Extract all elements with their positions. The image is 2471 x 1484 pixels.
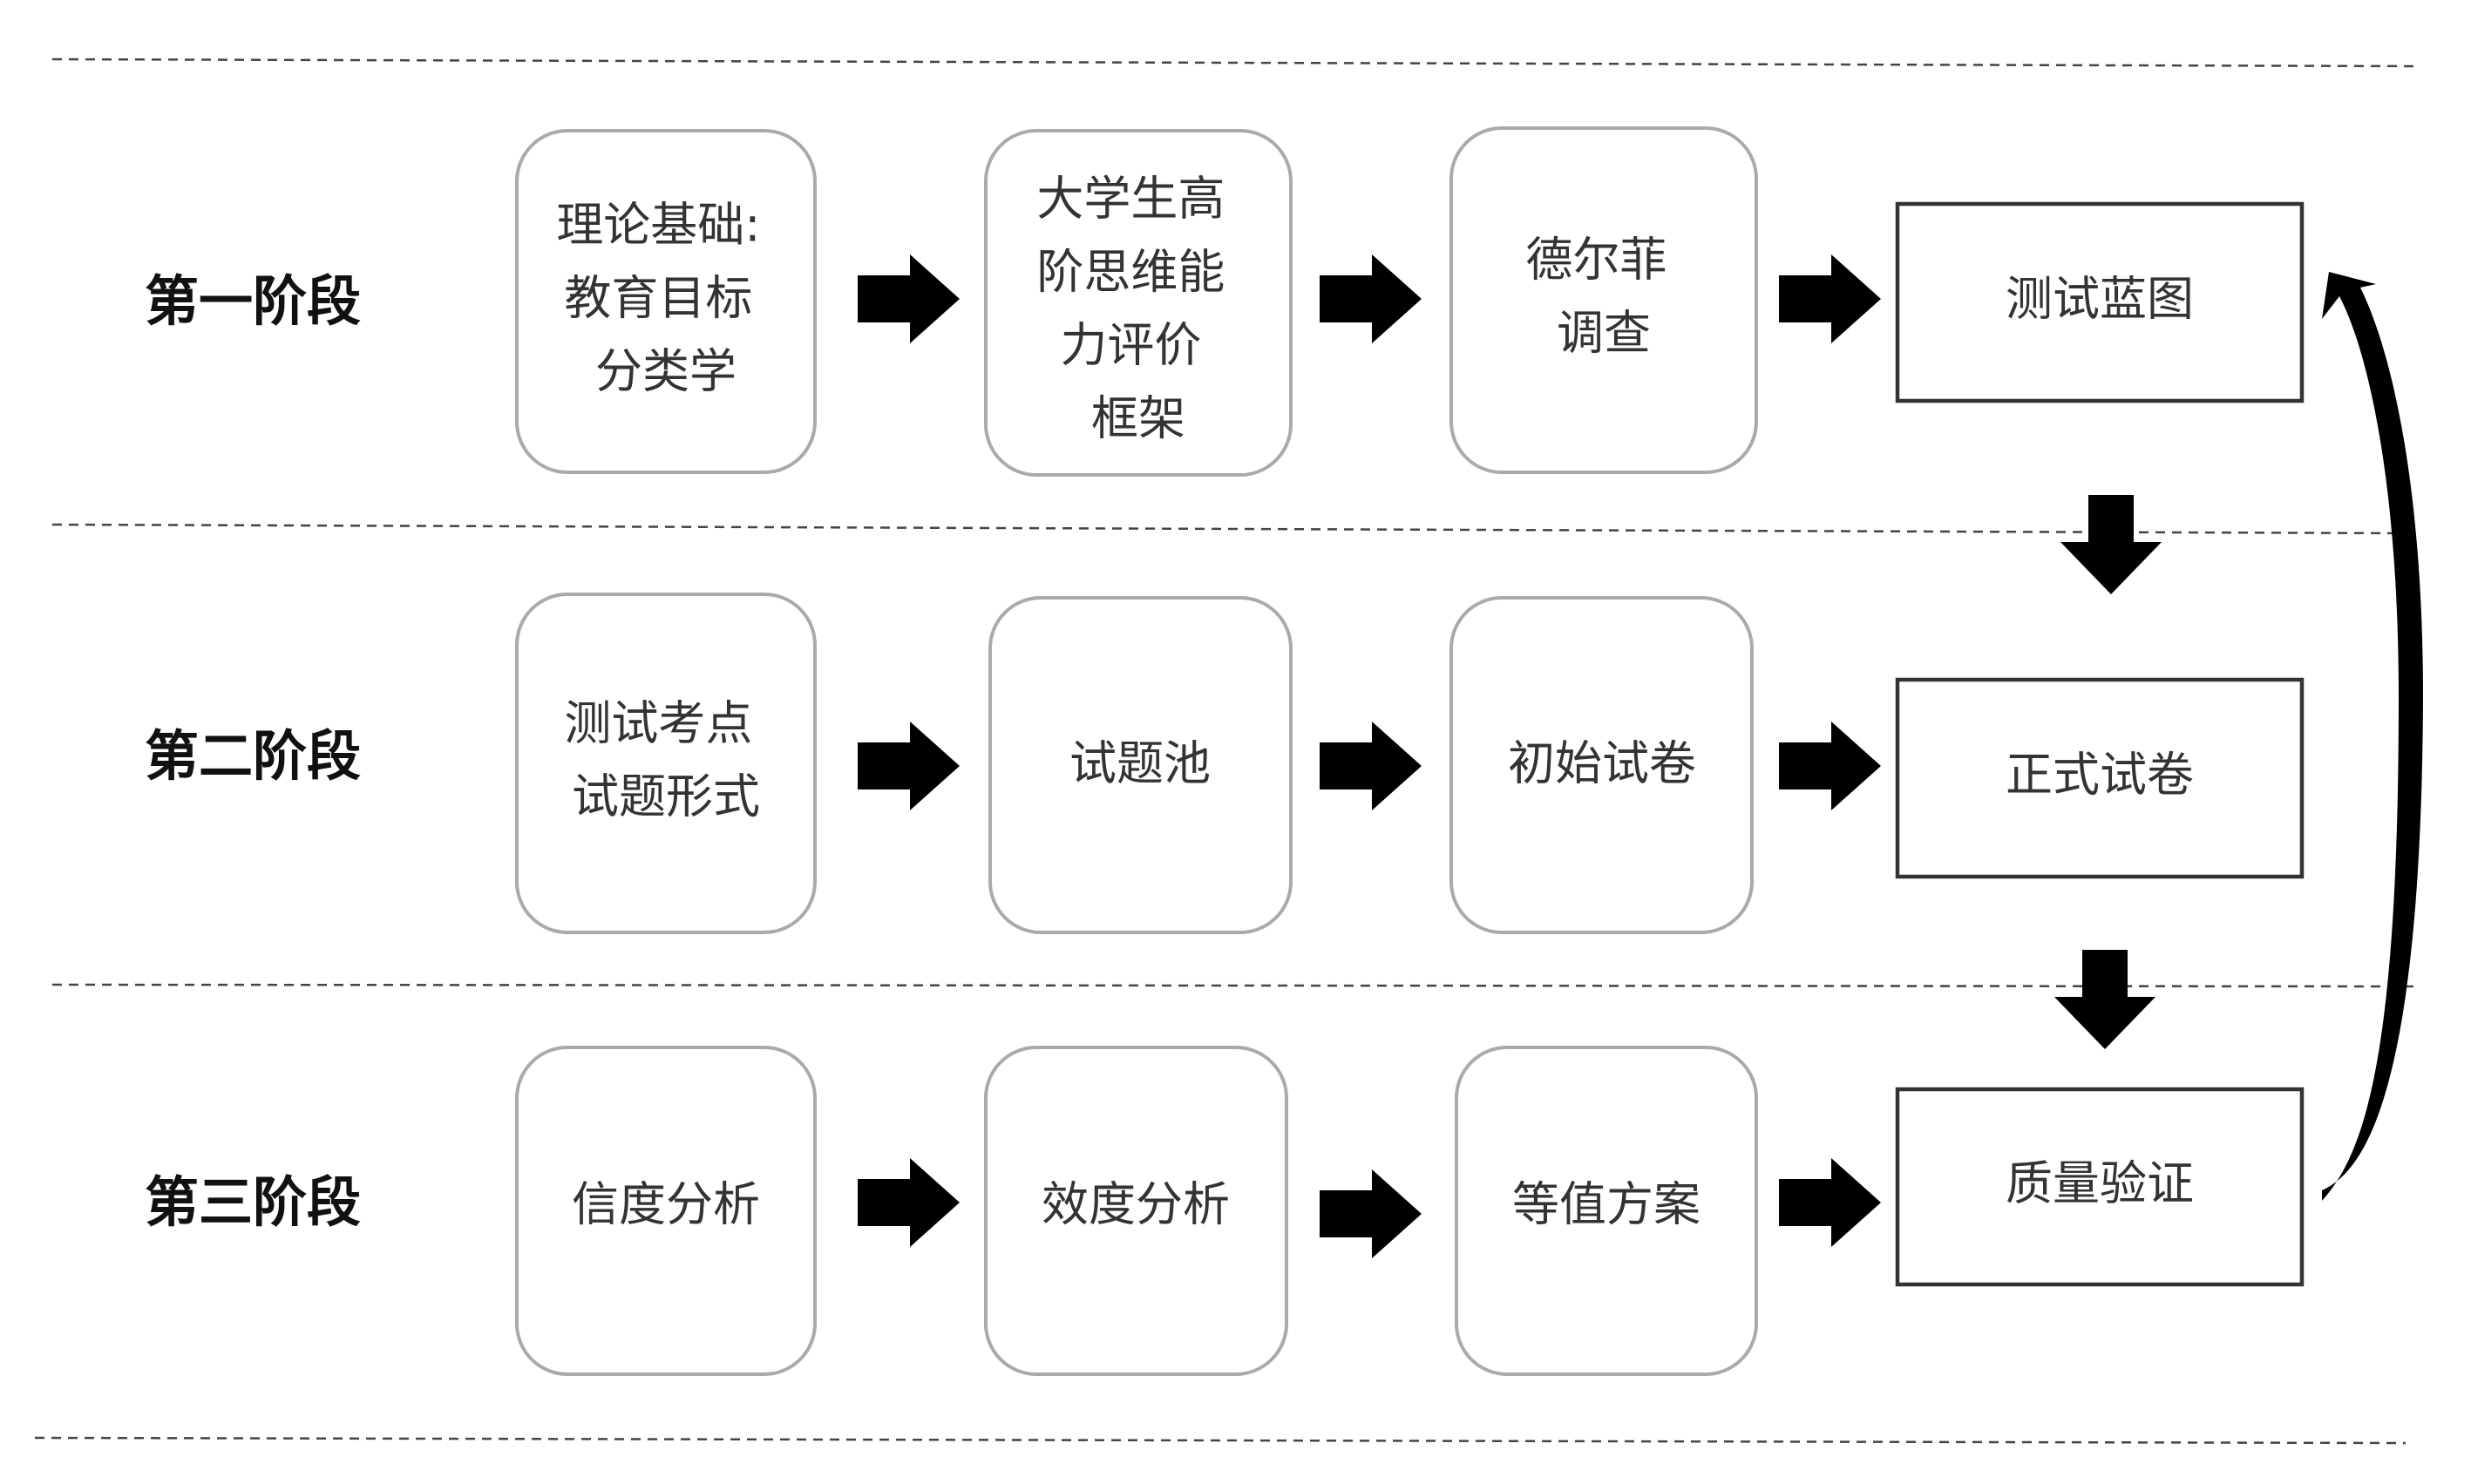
stage-2-label: 第二阶段 [145,724,361,788]
stage-3-step-1: 信度分析 [515,1046,817,1376]
stage-2-step-2-line: 试题池 [1069,736,1211,791]
stage-2-step-3-line: 初始试卷 [1508,736,1696,791]
stage-1-step-1-line: 理论基础: [556,198,760,253]
stage-1-step-2-line: 框架 [1091,391,1185,446]
stage-3-step-3: 等值方案 [1455,1046,1758,1376]
stage-2-step-1: 测试考点 试题形式 [515,593,817,934]
stage-2-result-text: 正式试卷 [2006,748,2194,803]
stage-3-result-box: 质量验证 [1895,1087,2305,1287]
stage-3-result-text: 质量验证 [2006,1156,2194,1211]
stage-2-step-2: 试题池 [988,596,1293,934]
feedback-curve-arrow-icon [2322,272,2423,1201]
stage-1-step-2-line: 力评价 [1060,318,1201,373]
divider-1 [51,523,2420,535]
divider-top [51,58,2420,68]
stage-1-step-3-line: 调查 [1557,306,1651,361]
right-arrow-icon [858,722,960,810]
right-arrow-icon [1320,254,1422,343]
stage-1-step-2-line: 大学生高 [1036,172,1225,227]
down-arrow-icon [2060,495,2162,594]
right-arrow-icon [858,254,960,343]
stage-1-step-1: 理论基础: 教育目标 分类学 [515,129,817,474]
stage-1-result-box: 测试蓝图 [1895,201,2305,403]
stage-2-step-3: 初始试卷 [1449,596,1754,934]
stage-3-label: 第三阶段 [145,1170,361,1234]
svg-text:理论基础: 教育目标 分类学: 理论基础: 教育目标 分类学 [556,185,775,399]
stage-1-step-3: 德尔菲 调查 [1449,126,1758,474]
stage-1-step-2-line: 阶思维能 [1036,245,1225,300]
right-arrow-icon [1779,722,1881,810]
stage-1-result-text: 测试蓝图 [2006,272,2194,327]
svg-text:大学生高 阶思维能 力评价: 大学生高 阶思维能 力评价 框架 [1036,159,1239,446]
stage-1-step-3-line: 德尔菲 [1525,233,1667,288]
svg-text:德尔菲 调查: 德尔菲 调查 [1525,220,1681,361]
stage-2-result-box: 正式试卷 [1895,677,2305,879]
down-arrow-icon [2054,950,2155,1049]
stage-2-step-1-line: 测试考点 [564,696,752,751]
stage-1-step-2: 大学生高 阶思维能 力评价 框架 [984,129,1293,477]
right-arrow-icon [1320,722,1422,810]
right-arrow-icon [1779,254,1881,343]
right-arrow-icon [1320,1169,1422,1258]
stage-2-step-1-line: 试题形式 [572,769,760,824]
svg-text:测试考点 试题形式: 测试考点 试题形式 [564,683,767,824]
stage-1-step-1-line: 分类学 [595,344,737,399]
stage-3-step-2: 效度分析 [984,1046,1288,1376]
right-arrow-icon [858,1158,960,1247]
divider-2 [51,983,2420,988]
stage-1-label: 第一阶段 [145,269,361,333]
stage-3-step-1-line: 信度分析 [572,1177,760,1232]
right-arrow-icon [1779,1158,1881,1247]
divider-bottom [34,1436,2407,1445]
stage-3-step-2-line: 效度分析 [1042,1177,1230,1232]
stage-3-step-3-line: 等值方案 [1512,1177,1701,1232]
stage-1-step-1-line: 教育目标 [564,271,752,326]
